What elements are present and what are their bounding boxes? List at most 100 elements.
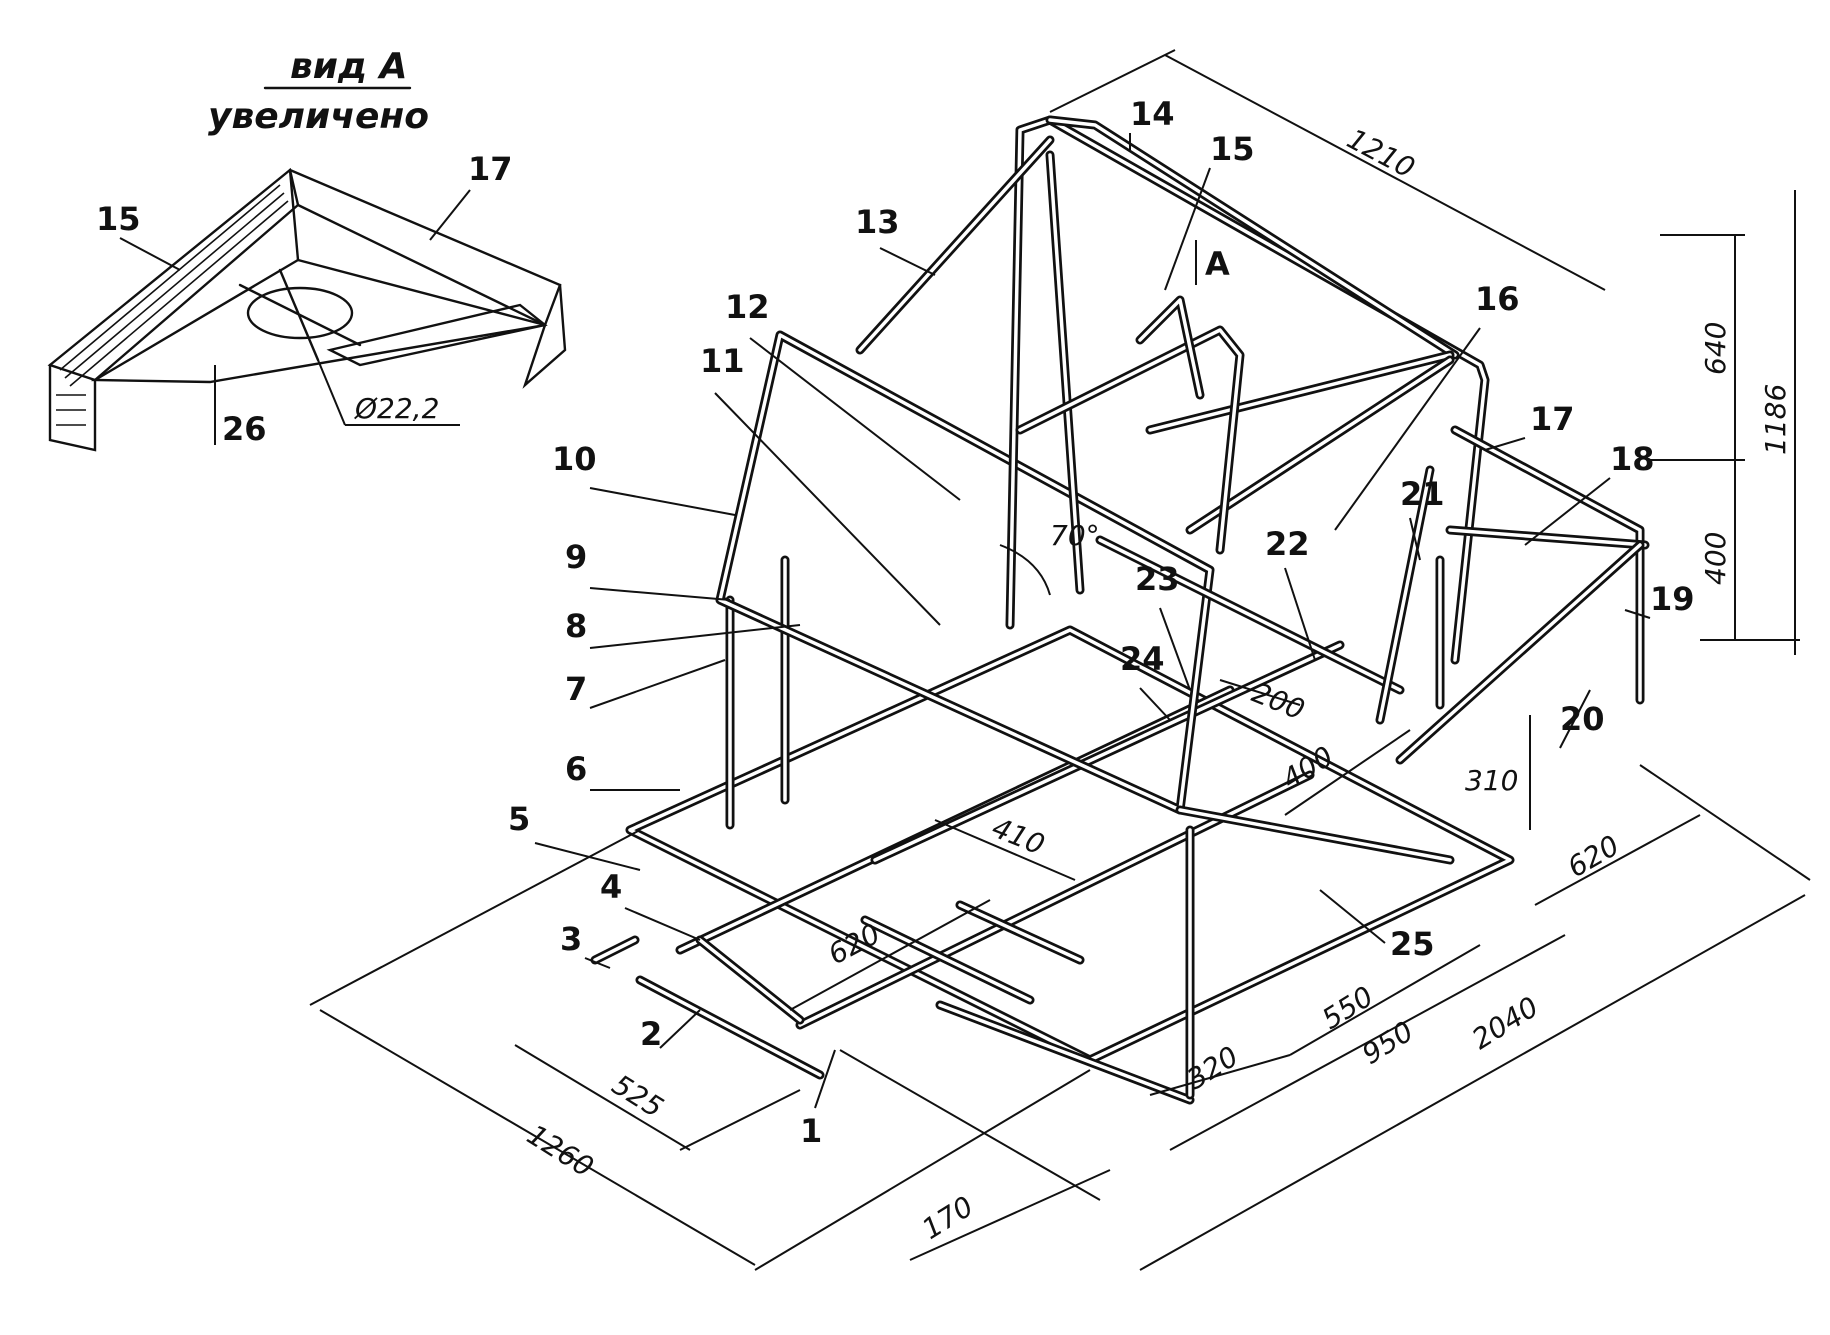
callout-leader-9 xyxy=(589,587,731,601)
dim-170: 170 xyxy=(916,1190,979,1246)
callout-11: 11 xyxy=(700,342,745,380)
angle-70-arc xyxy=(999,544,1051,596)
dim-200: 200 xyxy=(1247,676,1309,727)
dim-170-line xyxy=(909,1169,1111,1261)
frame-tube-core xyxy=(718,333,1212,812)
callout-leader-24 xyxy=(1139,687,1171,721)
callout-9: 9 xyxy=(565,538,587,576)
frame-tube-core xyxy=(1138,298,1202,397)
dim-550-line xyxy=(1289,944,1481,1056)
dim-950: 950 xyxy=(1356,1015,1419,1071)
dim-2040: 2040 xyxy=(1466,990,1544,1056)
dim-1210: 1210 xyxy=(1342,122,1420,185)
view-a-hole xyxy=(246,286,354,340)
view-a-label-26: 26 xyxy=(222,410,267,448)
dim-310: 310 xyxy=(1465,764,1518,797)
view-a-label-17: 17 xyxy=(468,150,513,188)
frame-tube-core xyxy=(1453,428,1642,702)
callout-leader-3 xyxy=(584,957,611,969)
frame-tube-core xyxy=(698,938,802,1022)
callout-2: 2 xyxy=(640,1015,662,1053)
callout-leader-13 xyxy=(879,247,936,276)
view-a-subtitle: увеличено xyxy=(208,96,429,137)
frame-tube-core xyxy=(1398,543,1642,762)
dim-1186: 1186 xyxy=(1759,384,1792,455)
view-a-detail: вид А увеличено Ø22,2 15 17 26 xyxy=(47,46,567,452)
frame-tube-core xyxy=(1178,808,1452,862)
frame-tube-core xyxy=(863,918,1032,1002)
callout-18: 18 xyxy=(1610,440,1655,478)
callout-leader-25 xyxy=(1319,889,1386,944)
callout-6: 6 xyxy=(565,750,587,788)
frame-tube-core xyxy=(1018,328,1242,552)
dim-1260-ext-2 xyxy=(754,1069,1091,1271)
frame-tubes xyxy=(590,115,1650,1105)
dim-525: 525 xyxy=(606,1068,669,1124)
callout-leader-1 xyxy=(814,1049,836,1109)
dim-400-right: 400 xyxy=(1699,532,1732,585)
view-a-leader-15 xyxy=(119,237,181,271)
callout-3: 3 xyxy=(560,920,582,958)
frame-tube-core xyxy=(593,938,637,962)
dim-1260: 1260 xyxy=(521,1118,599,1184)
callout-leader-12 xyxy=(749,337,961,501)
frame-tube-core xyxy=(1048,153,1082,592)
frame-tube-core xyxy=(638,978,822,1077)
callout-16: 16 xyxy=(1475,280,1520,318)
callout-leader-8 xyxy=(589,624,801,649)
frame-tube-core xyxy=(873,643,1342,862)
view-a-member-17 xyxy=(288,168,562,327)
dim-2040-ext xyxy=(1639,764,1811,881)
view-a-corner-edge xyxy=(288,168,300,262)
callout-24: 24 xyxy=(1120,640,1165,678)
view-a-member-15-web xyxy=(48,363,97,452)
callout-13: 13 xyxy=(855,203,900,241)
dim-1210-ext xyxy=(1049,49,1176,113)
view-a-hatch-15 xyxy=(56,184,289,426)
callout-leader-11 xyxy=(714,392,941,626)
dim-640: 640 xyxy=(1699,322,1732,375)
view-a-label-15: 15 xyxy=(96,200,141,238)
view-a-leader-17 xyxy=(429,189,471,241)
frame-tube-core xyxy=(938,1003,1192,1102)
frame-tube-core xyxy=(858,138,1052,352)
callout-leader-23 xyxy=(1159,607,1191,691)
dim-1260-ext xyxy=(309,829,641,1006)
callout-leader-22 xyxy=(1284,567,1316,661)
callout-8: 8 xyxy=(565,607,587,645)
frame-tube-core xyxy=(1448,528,1647,547)
callout-leader-7 xyxy=(589,659,726,709)
section-mark-a: А xyxy=(1205,245,1230,283)
callout-1: 1 xyxy=(800,1112,822,1150)
callouts: 1234567891011121314151617181920212223242… xyxy=(508,95,1695,1150)
view-a-diameter-leader xyxy=(317,359,346,426)
callout-19: 19 xyxy=(1650,580,1695,618)
callout-4: 4 xyxy=(600,868,622,906)
dimension-text: 1210 640 1186 400 310 620 200 400 410 62… xyxy=(521,122,1792,1246)
dim-620-right: 620 xyxy=(1562,829,1625,884)
dim-320-line xyxy=(1149,1054,1291,1096)
dim-620l-line xyxy=(789,899,991,1011)
dim-1260-line xyxy=(319,1009,756,1266)
view-a-hole-axis-2 xyxy=(278,268,320,362)
callout-7: 7 xyxy=(565,670,587,708)
dim-170-ext xyxy=(839,1049,1101,1201)
frame-tube-core xyxy=(1008,118,1487,662)
callout-leader-20 xyxy=(1559,689,1591,749)
dim-2040-line xyxy=(1139,894,1806,1271)
frame-tube-core xyxy=(1188,358,1452,532)
callout-leader-17 xyxy=(1484,437,1526,451)
dim-410: 410 xyxy=(987,811,1049,862)
dim-525-ext xyxy=(679,1089,801,1151)
view-a-title: вид А xyxy=(290,46,407,87)
dim-1210-line xyxy=(1164,54,1606,291)
callout-5: 5 xyxy=(508,800,530,838)
frame-tube-core xyxy=(1098,538,1402,692)
callout-10: 10 xyxy=(552,440,597,478)
callout-leader-5 xyxy=(534,842,641,871)
dim-525-line xyxy=(514,1044,691,1151)
callout-leader-18 xyxy=(1524,477,1611,546)
callout-15: 15 xyxy=(1210,130,1255,168)
callout-25: 25 xyxy=(1390,925,1435,963)
